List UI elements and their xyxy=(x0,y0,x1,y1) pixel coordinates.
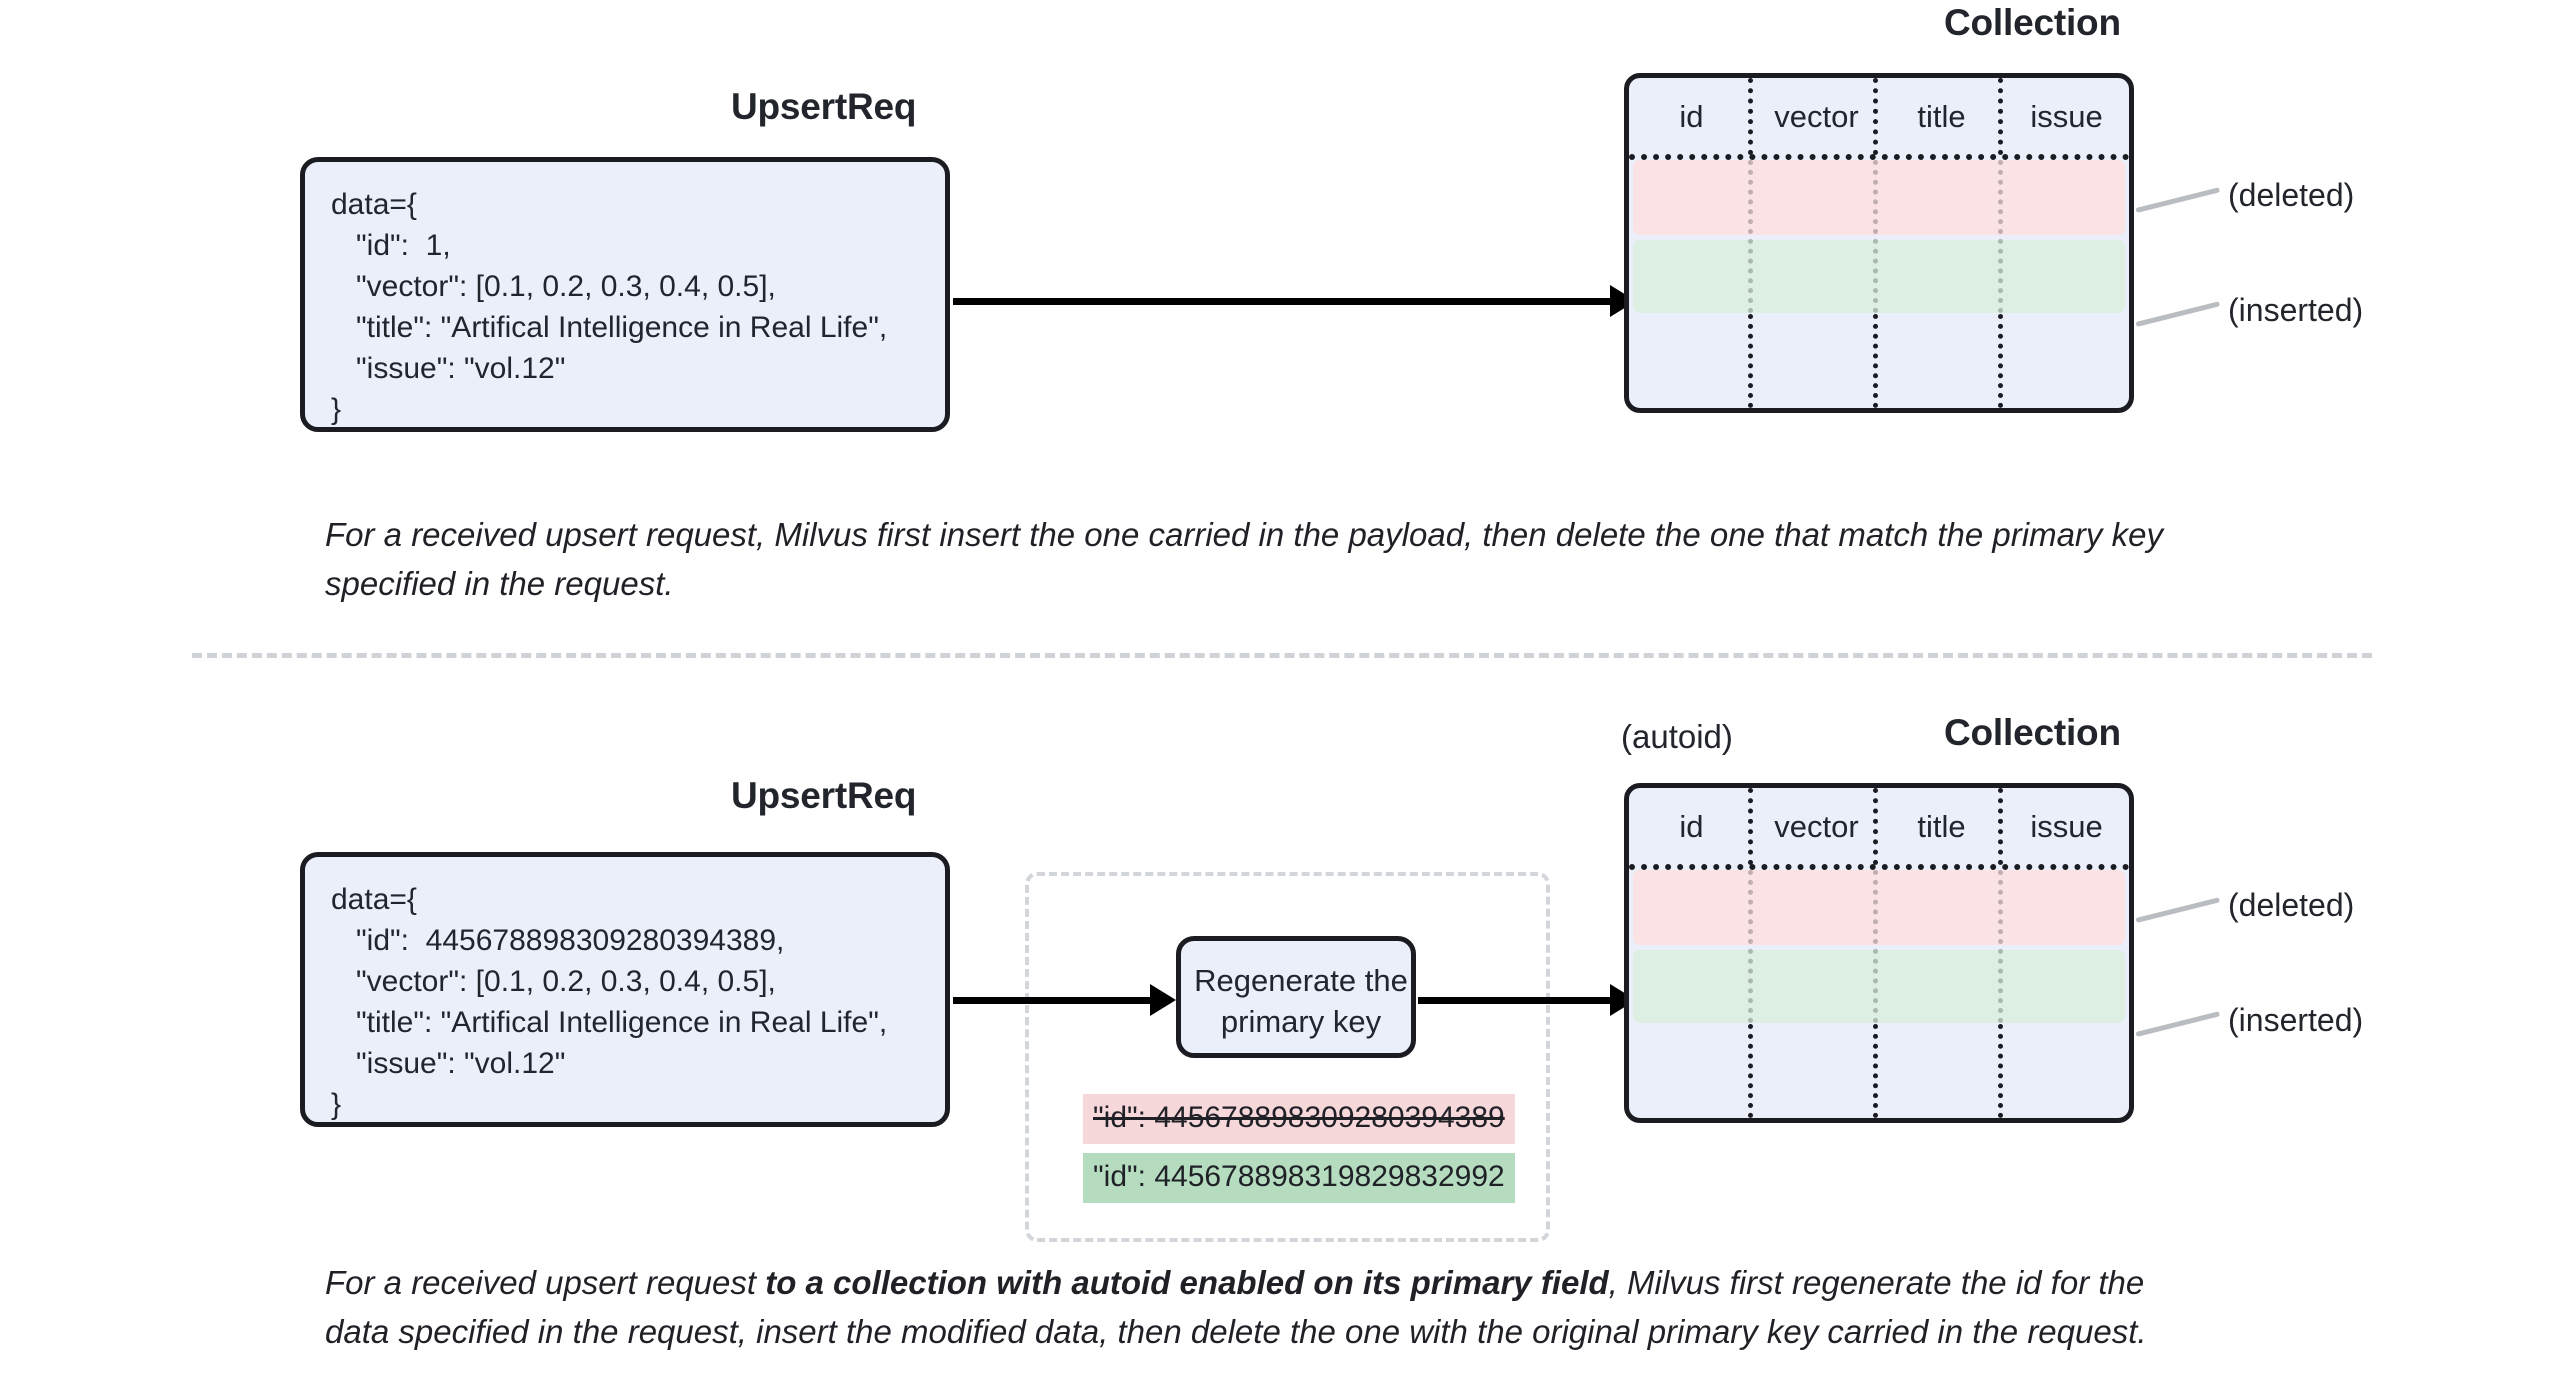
collection-table-2: id vector title issue xyxy=(1624,783,2134,1123)
column-header-title: title xyxy=(1917,808,1966,844)
upsert-request-payload-1: data={ "id": 1, "vector": [0.1, 0.2, 0.3… xyxy=(331,188,888,426)
upsert-request-box-1: data={ "id": 1, "vector": [0.1, 0.2, 0.3… xyxy=(300,157,950,432)
leader-line-deleted-2 xyxy=(2135,897,2221,923)
callout-deleted-1: (deleted) xyxy=(2228,177,2355,213)
column-header-id: id xyxy=(1679,808,1704,844)
arrow-shaft xyxy=(953,997,1158,1004)
collection-row-inserted-1 xyxy=(1633,240,2125,313)
callout-inserted-2: (inserted) xyxy=(2228,1002,2364,1038)
caption-part: For a received upsert request xyxy=(325,1264,766,1301)
column-divider-soft-2b xyxy=(1873,870,1878,1023)
regenerate-primary-key-box: Regenerate the primary key xyxy=(1176,936,1416,1058)
header-separator-1 xyxy=(1629,154,2129,160)
arrow-shaft xyxy=(953,298,1618,305)
collection-header-row-2: id vector title issue xyxy=(1629,788,2129,865)
callout-deleted-2: (deleted) xyxy=(2228,887,2355,923)
column-divider-2b xyxy=(1873,788,1878,865)
caption-part: For a received upsert request, Milvus fi… xyxy=(325,516,2163,602)
column-header-vector: vector xyxy=(1774,808,1859,844)
column-divider-low-1c xyxy=(1998,314,2003,408)
upsert-request-title-1: UpsertReq xyxy=(731,86,917,127)
column-divider-2a xyxy=(1748,788,1753,865)
column-divider-soft-1b xyxy=(1873,160,1878,313)
collection-table-1: id vector title issue xyxy=(1624,73,2134,413)
column-header-issue: issue xyxy=(2030,808,2103,844)
column-divider-1a xyxy=(1748,78,1753,155)
column-divider-low-2b xyxy=(1873,1024,1878,1118)
callout-inserted-1: (inserted) xyxy=(2228,292,2364,328)
upsert-request-title-2: UpsertReq xyxy=(731,775,917,816)
collection-row-deleted-1 xyxy=(1633,160,2125,235)
collection-title-1: Collection xyxy=(1944,2,2121,43)
collection-title-2: Collection xyxy=(1944,712,2121,753)
column-divider-1b xyxy=(1873,78,1878,155)
column-divider-soft-1a xyxy=(1748,160,1753,313)
leader-line-inserted-2 xyxy=(2135,1011,2221,1037)
column-header-title: title xyxy=(1917,98,1966,134)
collection-row-deleted-2 xyxy=(1633,870,2125,945)
section-caption-1: For a received upsert request, Milvus fi… xyxy=(325,510,2205,608)
column-divider-soft-2c xyxy=(1998,870,2003,1023)
arrow-head xyxy=(1150,984,1176,1016)
column-divider-1c xyxy=(1998,78,2003,155)
diff-new-primary-key: "id": 445678898319829832992 xyxy=(1083,1153,1515,1203)
collection-row-inserted-2 xyxy=(1633,950,2125,1023)
column-divider-low-1a xyxy=(1748,314,1753,408)
regenerate-primary-key-label: Regenerate the primary key xyxy=(1194,963,1408,1039)
caption-part: , Milvus first regenerate the id for the… xyxy=(325,1264,2147,1350)
upsert-request-box-2: data={ "id": 445678898309280394389, "vec… xyxy=(300,852,950,1127)
section-divider xyxy=(192,653,2372,658)
column-divider-soft-2a xyxy=(1748,870,1753,1023)
leader-line-inserted-1 xyxy=(2135,301,2221,327)
upsert-request-payload-2: data={ "id": 445678898309280394389, "vec… xyxy=(331,883,888,1121)
autoid-label: (autoid) xyxy=(1621,718,1733,755)
regenerate-group-box xyxy=(1025,872,1550,1242)
leader-line-deleted-1 xyxy=(2135,187,2221,213)
column-divider-low-2c xyxy=(1998,1024,2003,1118)
caption-part-bold: to a collection with autoid enabled on i… xyxy=(765,1264,1609,1301)
column-header-issue: issue xyxy=(2030,98,2103,134)
header-separator-2 xyxy=(1629,864,2129,870)
collection-header-row-1: id vector title issue xyxy=(1629,78,2129,155)
column-header-vector: vector xyxy=(1774,98,1859,134)
column-divider-low-1b xyxy=(1873,314,1878,408)
column-header-id: id xyxy=(1679,98,1704,134)
column-divider-2c xyxy=(1998,788,2003,865)
section-caption-2: For a received upsert request to a colle… xyxy=(325,1258,2205,1356)
arrow-shaft xyxy=(1418,997,1618,1004)
column-divider-low-2a xyxy=(1748,1024,1753,1118)
column-divider-soft-1c xyxy=(1998,160,2003,313)
diff-old-primary-key: "id": 445678898309280394389 xyxy=(1083,1094,1515,1144)
